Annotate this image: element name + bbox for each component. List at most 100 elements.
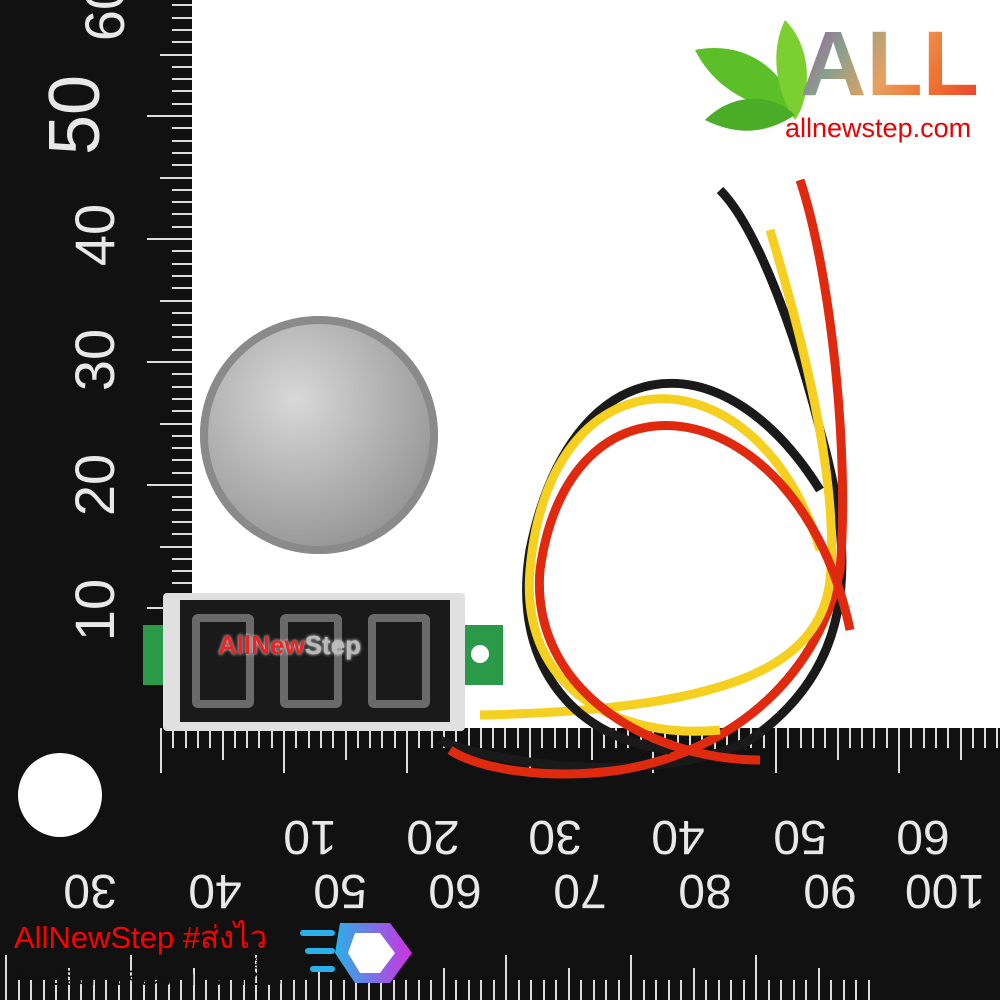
ruler-tick [617,980,620,1000]
ruler-tick [492,980,495,1000]
ruler-tick [811,728,814,748]
ruler-tick [147,238,192,240]
ruler-tick [172,201,192,204]
ruler-tick [824,728,827,748]
ruler-tick [172,570,192,573]
ruler-tick [430,728,433,748]
ruler-tick [172,65,192,68]
ruler-tick [455,728,458,748]
ruler-tick [255,955,257,1000]
ruler-tick [172,213,192,216]
ruler-tick [555,980,557,1000]
ruler-tick [567,968,570,1000]
ruler-tick [861,728,864,748]
ruler-tick [180,980,182,1000]
ruler-tick [984,728,987,748]
ruler-tick [830,980,832,1000]
ruler-tick [655,980,657,1000]
ruler-tick [160,422,192,425]
ruler-tick [258,728,261,748]
watermark-red: AllNew [218,630,305,660]
ruler-tick [713,728,716,760]
vruler-label: 60 [73,0,136,42]
ruler-tick [725,728,728,748]
ruler-tick [172,728,175,748]
ruler-tick [848,728,851,748]
ruler-tick [92,980,95,1000]
ruler-tick [242,980,245,1000]
ruler-tick [246,728,249,748]
ruler-tick [344,728,347,760]
hruler-bottom-label: 40 [188,864,242,917]
ruler-tick [172,434,192,437]
hruler-top-label: 10 [283,810,337,863]
ruler-tick [172,459,192,462]
ruler-tick [192,968,195,1000]
ruler-tick [42,980,45,1000]
ruler-tick [553,728,556,748]
promo-line-2: รับประกันคุณภาพทุกชิ้น [14,961,282,991]
ruler-tick [592,980,595,1000]
logo-text: ALL [800,13,979,115]
ruler-tick [160,53,192,56]
ruler-tick [516,728,519,748]
ruler-tick [332,728,335,748]
vertical-ruler [0,0,192,735]
ruler-tick [172,533,192,536]
wire-yellow [479,228,837,720]
promo-brand-red: AllNew [14,920,111,955]
ruler-tick [738,728,741,748]
ruler-tick [67,968,70,1000]
ruler-tick [172,582,192,585]
ruler-tick [755,955,757,1000]
ruler-tick [217,980,220,1000]
ruler-tick [184,728,187,748]
ruler-tick [842,980,845,1000]
ruler-tick [742,980,745,1000]
digit [192,614,254,708]
ruler-tick [767,980,770,1000]
ruler-tick [172,41,192,44]
promo-line-1: AllNewStep #ส่งไว [14,920,267,956]
ruler-tick [172,127,192,130]
ruler-tick [172,139,192,142]
ruler-tick [280,980,282,1000]
watermark-rest: Step [304,630,362,660]
hruler-top-label: 40 [651,810,705,863]
vruler-label: 10 [63,578,126,642]
wire-red-loop [534,420,855,765]
ruler-tick [160,545,192,548]
ruler-tick [705,980,707,1000]
ruler-tick [172,274,192,277]
ruler-tick [910,728,913,748]
ruler-tick [155,980,157,1000]
ruler-tick [780,980,782,1000]
ruler-tick [775,728,777,773]
ruler-tick [172,250,192,253]
digit [280,614,342,708]
hruler-bottom-label: 30 [63,864,117,917]
ruler-tick [417,980,420,1000]
ruler-tick [873,728,876,748]
ruler-tick [664,728,667,748]
ruler-tick [405,980,407,1000]
ruler-tick [381,728,384,748]
ruler-tick [867,980,870,1000]
ruler-tick [855,980,857,1000]
ruler-tick [317,968,320,1000]
ruler-tick [578,728,581,748]
ruler-tick [505,955,507,1000]
ruler-tick [542,980,545,1000]
ruler-tick [172,508,192,511]
ruler-tick [147,115,192,117]
ruler-tick [667,980,670,1000]
ruler-tick [947,728,950,748]
ruler-tick [172,447,192,450]
ruler-tick [971,728,974,748]
ruler-tick [369,728,372,748]
ruler-tick [172,151,192,154]
ruler-tick [172,496,192,499]
hruler-top-label: 20 [406,810,460,863]
ruler-tick [342,980,345,1000]
ruler-tick [172,373,192,376]
